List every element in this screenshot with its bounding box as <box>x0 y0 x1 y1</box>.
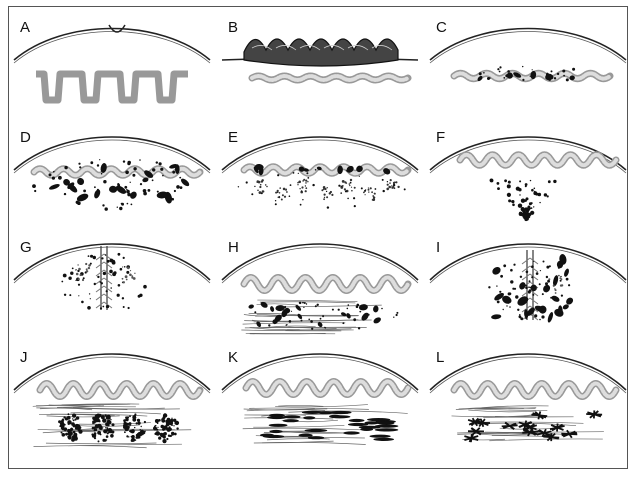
figure-frame <box>8 6 628 469</box>
